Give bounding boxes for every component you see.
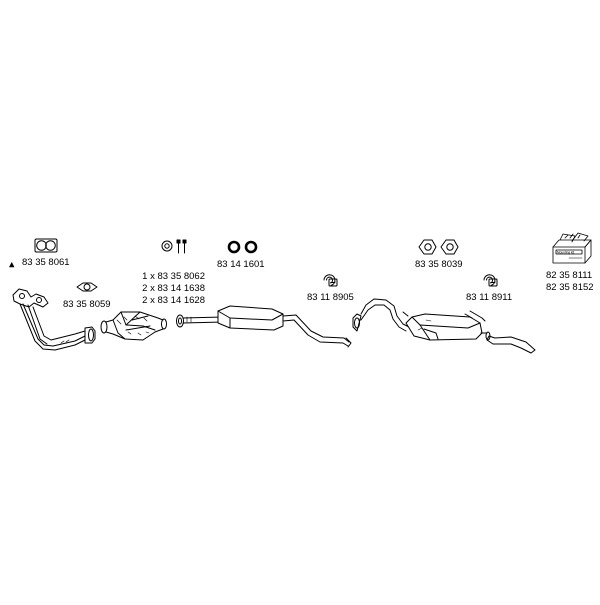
rear-silencer [405, 310, 486, 341]
middle-silencer [182, 305, 352, 348]
triangle-icon [9, 262, 15, 268]
clamp-rear-icon [483, 274, 498, 287]
part-number-clamp-rear: 83 11 8911 [466, 292, 513, 303]
part-number-cat-fitting-1: 1 x 83 35 8062 [142, 271, 205, 282]
rear-gasket-icon [418, 239, 459, 255]
mounting-kit-box-icon: Mounting kit [552, 232, 592, 264]
part-number-mounting-kit-2: 82 35 8152 [546, 282, 594, 293]
part-number-clamp-front: 83 11 8905 [307, 292, 354, 303]
manifold-gasket-icon [34, 238, 58, 253]
part-number-rubber-rings: 83 14 1601 [217, 259, 265, 270]
part-number-manifold-gasket: 83 35 8061 [22, 257, 70, 268]
part-number-cat-fitting-3: 2 x 83 14 1628 [142, 295, 205, 306]
nut-bolt-icon [161, 239, 187, 254]
catalytic-converter [100, 311, 167, 341]
intermediate-pipe [352, 298, 410, 332]
part-number-rear-gasket: 83 35 8039 [415, 259, 463, 270]
connector-flange [176, 314, 184, 328]
tailpipe [480, 331, 536, 354]
part-number-mounting-kit-1: 82 35 8111 [546, 270, 593, 281]
svg-text:Mounting kit: Mounting kit [557, 250, 574, 254]
rubber-ring-icon [227, 240, 258, 254]
front-pipe [12, 288, 96, 351]
flange-gasket-icon [76, 282, 98, 292]
part-number-cat-fitting-2: 2 x 83 14 1638 [142, 283, 205, 294]
clamp-front-icon [323, 274, 338, 287]
part-number-flange-gasket: 83 35 8059 [63, 299, 111, 310]
